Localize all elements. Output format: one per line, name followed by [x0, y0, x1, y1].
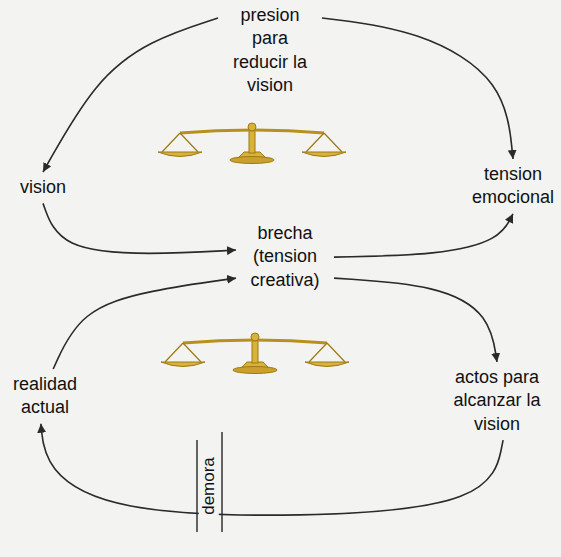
node-text: brecha (tension creativa) [240, 222, 330, 292]
concept-node: actos para alcanzar la vision [436, 366, 558, 436]
feedback-arrow [41, 424, 503, 515]
scale-pan [305, 362, 349, 367]
scale-strings [165, 343, 201, 362]
balance-scale [158, 123, 346, 164]
feedback-arrow [43, 18, 218, 172]
scale-foot [230, 157, 274, 164]
scale-strings [306, 133, 342, 152]
scale-pan [161, 362, 205, 367]
delay-mark-line [196, 440, 198, 532]
scale-pillar [252, 338, 258, 363]
scale-strings [162, 133, 198, 152]
delay-mark-line [221, 432, 223, 532]
node-text: vision [8, 176, 78, 199]
delay-label: demora [199, 453, 219, 519]
feedback-arrow [43, 203, 236, 253]
balance-scale [161, 333, 349, 374]
concept-node: vision [8, 176, 78, 199]
scale-pan [302, 152, 346, 157]
scale-foot [233, 367, 277, 374]
scale-pan [158, 152, 202, 157]
scale-knob [251, 333, 259, 341]
node-text: actos para alcanzar la vision [436, 366, 558, 436]
scale-knob [248, 123, 256, 131]
node-text: presion para reducir la vision [222, 4, 318, 98]
node-text: realidad actual [4, 373, 86, 420]
scale-pillar [249, 128, 255, 153]
scale-strings [309, 343, 345, 362]
feedback-arrow [334, 278, 497, 362]
concept-node: realidad actual [4, 373, 86, 420]
concept-node: brecha (tension creativa) [240, 222, 330, 292]
feedback-arrow [334, 214, 513, 257]
node-text: tension emocional [468, 163, 558, 210]
concept-node: presion para reducir la vision [222, 4, 318, 98]
concept-node: tension emocional [468, 163, 558, 210]
feedback-arrow [322, 18, 513, 159]
feedback-arrow [53, 278, 236, 369]
